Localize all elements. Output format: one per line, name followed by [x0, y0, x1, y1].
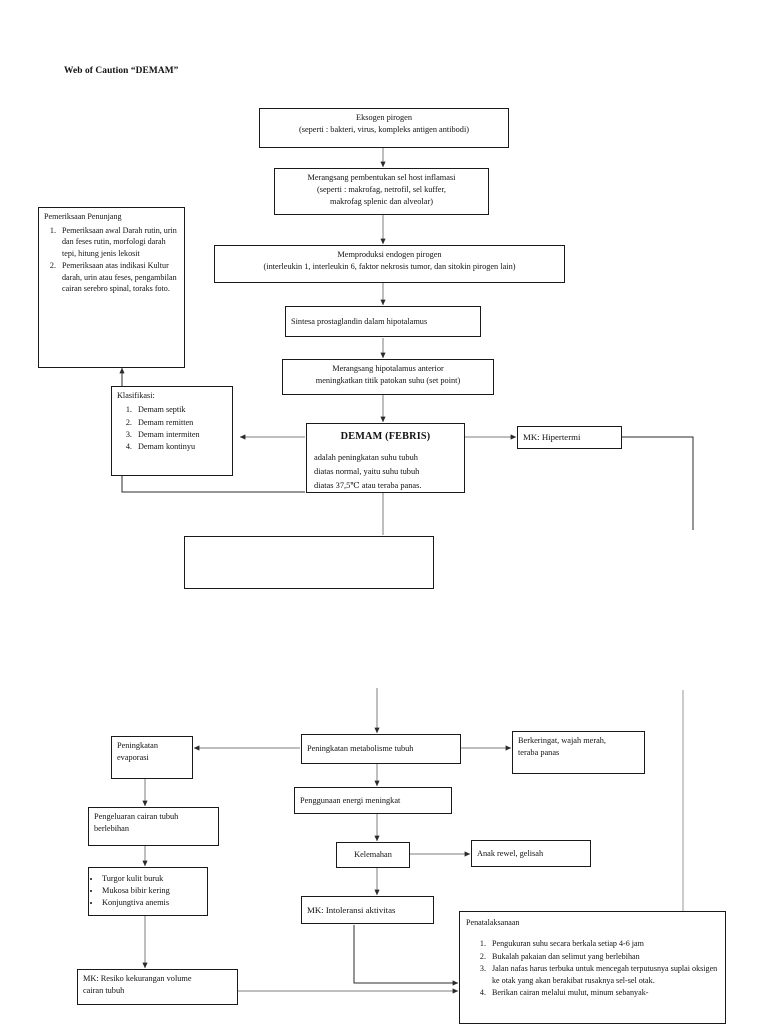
sintesa-line1: Sintesa prostaglandin dalam hipotalamus — [291, 316, 428, 326]
evaporasi-line2: evaporasi — [117, 752, 149, 762]
list-item: Turgor kulit buruk — [101, 873, 203, 885]
list-item: Pemeriksaan atas indikasi Kultur darah, … — [58, 260, 179, 295]
selhost-line1: Merangsang pembentukan sel host inflamas… — [307, 173, 456, 182]
node-penatalaksanaan: Penatalaksanaan Pengukuran suhu secara b… — [459, 911, 726, 1024]
mk-resiko-line1: MK: Resiko kekurangan volume — [83, 974, 192, 983]
selhost-line3: makrofag splenic dan alveolar) — [330, 196, 433, 206]
endogen-line1: Memproduksi endogen pirogen — [337, 250, 442, 259]
page-title: Web of Caution “DEMAM” — [64, 66, 179, 76]
list-item: Mukosa bibir kering — [101, 885, 203, 897]
penatalaksanaan-list: Pengukuran suhu secara berkala setiap 4-… — [466, 938, 719, 999]
list-item: Demam septik — [134, 404, 227, 416]
list-item: Bukalah pakaian dan selimut yang berlebi… — [488, 951, 719, 963]
node-sintesa-prostaglandin: Sintesa prostaglandin dalam hipotalamus — [285, 306, 481, 337]
node-berkeringat: Berkeringat, wajah merah, teraba panas — [512, 731, 645, 774]
node-empty-box — [184, 536, 434, 589]
demam-line3: diatas 37,5℃ atau teraba panas. — [314, 480, 422, 490]
node-merangsang-sel-host: Merangsang pembentukan sel host inflamas… — [274, 168, 489, 215]
node-merangsang-hipotalamus: Merangsang hipotalamus anterior meningka… — [282, 359, 494, 395]
energi-label: Penggunaan energi meningkat — [300, 795, 401, 805]
node-memproduksi-endogen-pirogen: Memproduksi endogen pirogen (interleukin… — [214, 245, 565, 283]
node-pengeluaran-cairan: Pengeluaran cairan tubuh berlebihan — [88, 807, 219, 846]
list-item: Pemeriksaan awal Darah rutin, urin dan f… — [58, 225, 179, 260]
list-item: Jalan nafas harus terbuka untuk mencegah… — [488, 963, 719, 988]
node-mk-resiko: MK: Resiko kekurangan volume cairan tubu… — [77, 969, 238, 1005]
berkeringat-line1: Berkeringat, wajah merah, — [518, 736, 607, 745]
mk-resiko-line2: cairan tubuh — [83, 985, 125, 995]
demam-title: DEMAM (FEBRIS) — [340, 431, 431, 442]
node-penggunaan-energi: Penggunaan energi meningkat — [294, 787, 452, 814]
node-pemeriksaan-penunjang: Pemeriksaan Penunjang Pemeriksaan awal D… — [38, 207, 185, 368]
eksogen-line1: Eksogen pirogen — [356, 113, 412, 122]
anak-rewel-label: Anak rewel, gelisah — [477, 848, 544, 858]
demam-line2: diatas normal, yaitu suhu tubuh — [314, 467, 420, 477]
list-item: Konjungtiva anemis — [101, 897, 203, 909]
pengeluaran-line2: berlebihan — [94, 823, 130, 833]
eksogen-line2: (seperti : bakteri, virus, kompleks anti… — [298, 124, 470, 134]
list-item: Pengukuran suhu secara berkala setiap 4-… — [488, 938, 719, 950]
node-kelemahan: Kelemahan — [336, 842, 410, 868]
turgor-list: Turgor kulit buruk Mukosa bibir kering K… — [91, 873, 203, 908]
mk-hipertermi-label: MK: Hipertermi — [523, 432, 581, 443]
node-turgor: Turgor kulit buruk Mukosa bibir kering K… — [88, 867, 208, 916]
node-eksogen-pirogen: Eksogen pirogen (seperti : bakteri, viru… — [259, 108, 509, 148]
klasifikasi-heading: Klasifikasi: — [117, 391, 155, 400]
mk-intoleransi-label: MK: Intoleransi aktivitas — [307, 904, 396, 915]
node-demam-febris: DEMAM (FEBRIS) adalah peningkatan suhu t… — [306, 423, 465, 493]
node-anak-rewel: Anak rewel, gelisah — [471, 840, 591, 867]
kelemahan-label: Kelemahan — [354, 850, 392, 860]
list-item: Demam intermiten — [134, 429, 227, 441]
demam-line1: adalah peningkatan suhu tubuh — [314, 453, 418, 463]
endogen-line2: (interleukin 1, interleukin 6, faktor ne… — [263, 261, 516, 271]
pemeriksaan-list: Pemeriksaan awal Darah rutin, urin dan f… — [44, 225, 179, 295]
node-mk-intoleransi: MK: Intoleransi aktivitas — [301, 896, 434, 924]
list-item: Berikan cairan melalui mulut, minum seba… — [488, 987, 719, 999]
node-mk-hipertermi: MK: Hipertermi — [517, 426, 622, 449]
hipotalamus-line1: Merangsang hipotalamus anterior — [332, 364, 444, 373]
hipotalamus-line2: meningkatkan titik patokan suhu (set poi… — [315, 375, 461, 385]
pemeriksaan-heading: Pemeriksaan Penunjang — [44, 212, 122, 221]
list-item: Demam remitten — [134, 417, 227, 429]
pengeluaran-line1: Pengeluaran cairan tubuh — [94, 812, 179, 821]
klasifikasi-list: Demam septik Demam remitten Demam interm… — [117, 404, 227, 453]
metabolisme-label: Peningkatan metabolisme tubuh — [307, 744, 414, 754]
selhost-line2: (seperti : makrofag, netrofil, sel kuffe… — [317, 184, 446, 194]
list-item: Demam kontinyu — [134, 441, 227, 453]
node-peningkatan-evaporasi: Peningkatan evaporasi — [111, 736, 193, 779]
node-peningkatan-metabolisme: Peningkatan metabolisme tubuh — [301, 734, 461, 764]
node-klasifikasi: Klasifikasi: Demam septik Demam remitten… — [111, 386, 233, 476]
evaporasi-line1: Peningkatan — [117, 741, 159, 750]
berkeringat-line2: teraba panas — [518, 747, 560, 757]
penatalaksanaan-heading: Penatalaksanaan — [466, 918, 520, 927]
